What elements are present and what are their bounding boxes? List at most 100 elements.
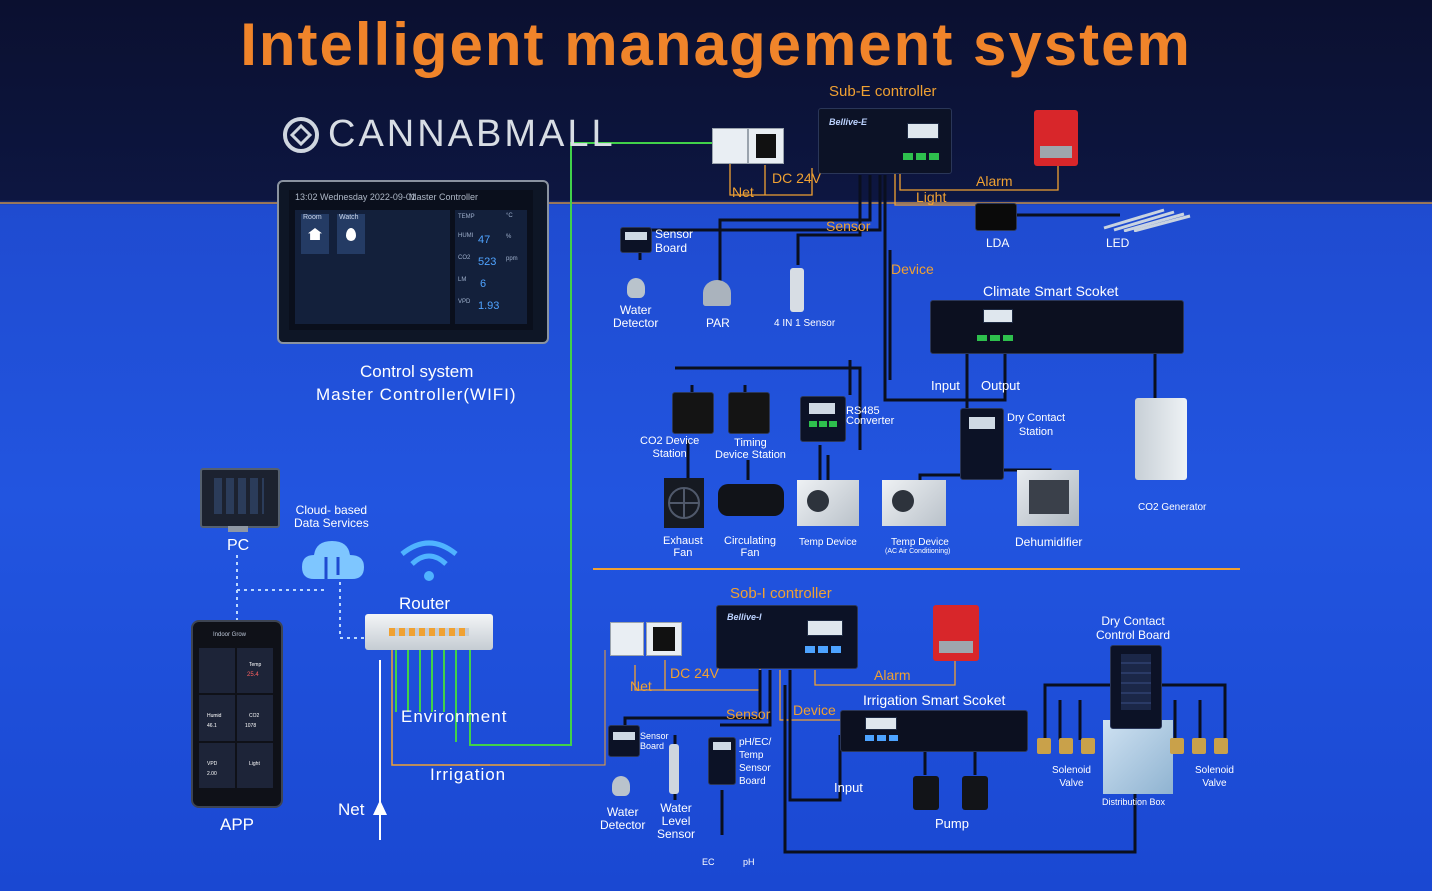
- sub-e-buttons: [903, 153, 939, 160]
- reading-temp: TEMP °C: [458, 213, 513, 220]
- sub-e-button-2[interactable]: [916, 153, 926, 160]
- climate-socket-label: Climate Smart Scoket: [983, 283, 1119, 299]
- sub-e-button-1[interactable]: [903, 153, 913, 160]
- sub-e-dc-label: DC 24V: [772, 170, 822, 186]
- wifi-icon: [398, 540, 460, 589]
- environment-label: Environment: [401, 707, 508, 726]
- dry-contact-station: [960, 408, 1004, 480]
- water-detector-i: [612, 776, 630, 796]
- app-header: Indoor Grow: [213, 632, 247, 638]
- tablet-readings: TEMP °C HUMI 47 % CO2 523 ppm LM 6: [455, 210, 527, 324]
- sub-i-buttons: [805, 646, 841, 653]
- sub-e-screen: [907, 123, 939, 139]
- temp-device-ac: [882, 480, 946, 526]
- climate-socket-screen: [983, 309, 1013, 323]
- circulating-fan: [718, 484, 784, 516]
- co2-device-station: [672, 392, 714, 434]
- pc-stand: [228, 526, 248, 532]
- temp-device-ac-note: (AC Air Conditioning): [885, 548, 951, 555]
- sub-i-device-label-wire: Device: [793, 702, 836, 718]
- rs485-label: RS485 Converter: [846, 405, 895, 427]
- cloud-icon: [300, 535, 366, 586]
- wall-socket-e: [712, 128, 748, 164]
- sub-i-button-2[interactable]: [818, 646, 828, 653]
- net-label: Net: [338, 800, 365, 819]
- sub-e-light-label: Light: [916, 189, 947, 205]
- irrigation-socket-screen: [865, 717, 897, 730]
- par-label: PAR: [706, 316, 730, 330]
- rs485-converter: [800, 396, 846, 442]
- tile-watch[interactable]: Watch: [337, 214, 365, 254]
- home-icon: [308, 228, 322, 240]
- sub-e-device-label: Bellive-E: [829, 117, 868, 127]
- cloud-label: Cloud- based Data Services: [294, 503, 369, 530]
- sub-i-button-3[interactable]: [831, 646, 841, 653]
- tile-watch-label: Watch: [339, 214, 359, 221]
- four-in-one-sensor: [790, 268, 804, 312]
- tile-room-label: Room: [303, 214, 322, 221]
- sub-i-device-label: Bellive-I: [727, 612, 762, 622]
- pump-1: [913, 776, 939, 810]
- pump-label: Pump: [935, 816, 969, 831]
- reading-humi: HUMI 47 %: [458, 233, 512, 246]
- four-in-one-label: 4 IN 1 Sensor: [774, 318, 836, 329]
- solenoid-valve-icon: [1081, 738, 1095, 754]
- distribution-box: [1103, 720, 1173, 794]
- ph-ec-board: [708, 737, 736, 785]
- solenoid-valve-icon: [1192, 738, 1206, 754]
- climate-input-label: Input: [931, 378, 960, 393]
- solenoid-valve-icon: [1170, 738, 1184, 754]
- solenoid-valve-icon: [1037, 738, 1051, 754]
- tablet-tiles: Room Watch: [295, 210, 450, 324]
- sub-e-button-3[interactable]: [929, 153, 939, 160]
- temp-device-label: Temp Device: [799, 537, 857, 548]
- solenoid-valves-left: [1037, 738, 1095, 754]
- ec-label: EC: [702, 857, 715, 867]
- reading-lm: LM 6: [458, 277, 487, 290]
- water-drop-icon: [346, 228, 356, 241]
- router-label: Router: [399, 594, 451, 613]
- co2-generator-label: CO2 Generator: [1138, 502, 1207, 513]
- sub-i-button-1[interactable]: [805, 646, 815, 653]
- solenoid-valve-icon: [1059, 738, 1073, 754]
- lda-label: LDA: [986, 236, 1010, 250]
- ph-ec-label: pH/EC/ Temp Sensor Board: [739, 737, 772, 787]
- sub-e-sensor-label: Sensor: [826, 218, 871, 234]
- pump-2: [962, 776, 988, 810]
- exhaust-fan-label: Exhaust Fan: [663, 535, 703, 559]
- dry-contact-control-board: [1110, 645, 1162, 729]
- water-detector-i-label: Water Detector: [600, 805, 646, 832]
- co2-device-station-label: CO2 Device Station: [640, 435, 700, 460]
- sub-i-controller: Bellive-I: [716, 605, 858, 669]
- sub-i-sensor-label: Sensor: [726, 706, 771, 722]
- app-label: APP: [220, 815, 255, 834]
- alarm-unit-e: [1034, 110, 1078, 166]
- solenoid-left-label: Solenoid Valve: [1052, 765, 1091, 789]
- solenoid-valve-icon: [1214, 738, 1228, 754]
- reading-vpd: VPD 1.93: [458, 299, 500, 312]
- tablet-header-time: 13:02 Wednesday 2022-09-01: [295, 192, 416, 202]
- sensor-board-e: [620, 227, 652, 253]
- irrigation-label: Irrigation: [430, 765, 507, 784]
- alarm-unit-i: [933, 605, 979, 661]
- router: [365, 614, 493, 650]
- sensor-board-i-label: Sensor Board: [640, 731, 669, 751]
- timing-device-station: [728, 392, 770, 434]
- sub-i-net-label: Net: [630, 678, 652, 694]
- sub-e-title: Sub-E controller: [829, 83, 937, 100]
- sub-e-alarm-label: Alarm: [976, 173, 1013, 189]
- app-cell-1[interactable]: [199, 648, 235, 694]
- irrigation-socket-label: Irrigation Smart Scoket: [863, 692, 1006, 708]
- water-detector-e: [627, 278, 645, 298]
- dry-contact-station-label: Dry Contact Station: [1007, 412, 1066, 438]
- tile-room[interactable]: Room: [301, 214, 329, 254]
- brand: CANNABMALL: [282, 113, 616, 156]
- circulating-fan-label: Circulating Fan: [724, 535, 776, 559]
- app-cell-light[interactable]: Light: [237, 742, 273, 788]
- water-detector-e-label: Water Detector: [613, 303, 659, 330]
